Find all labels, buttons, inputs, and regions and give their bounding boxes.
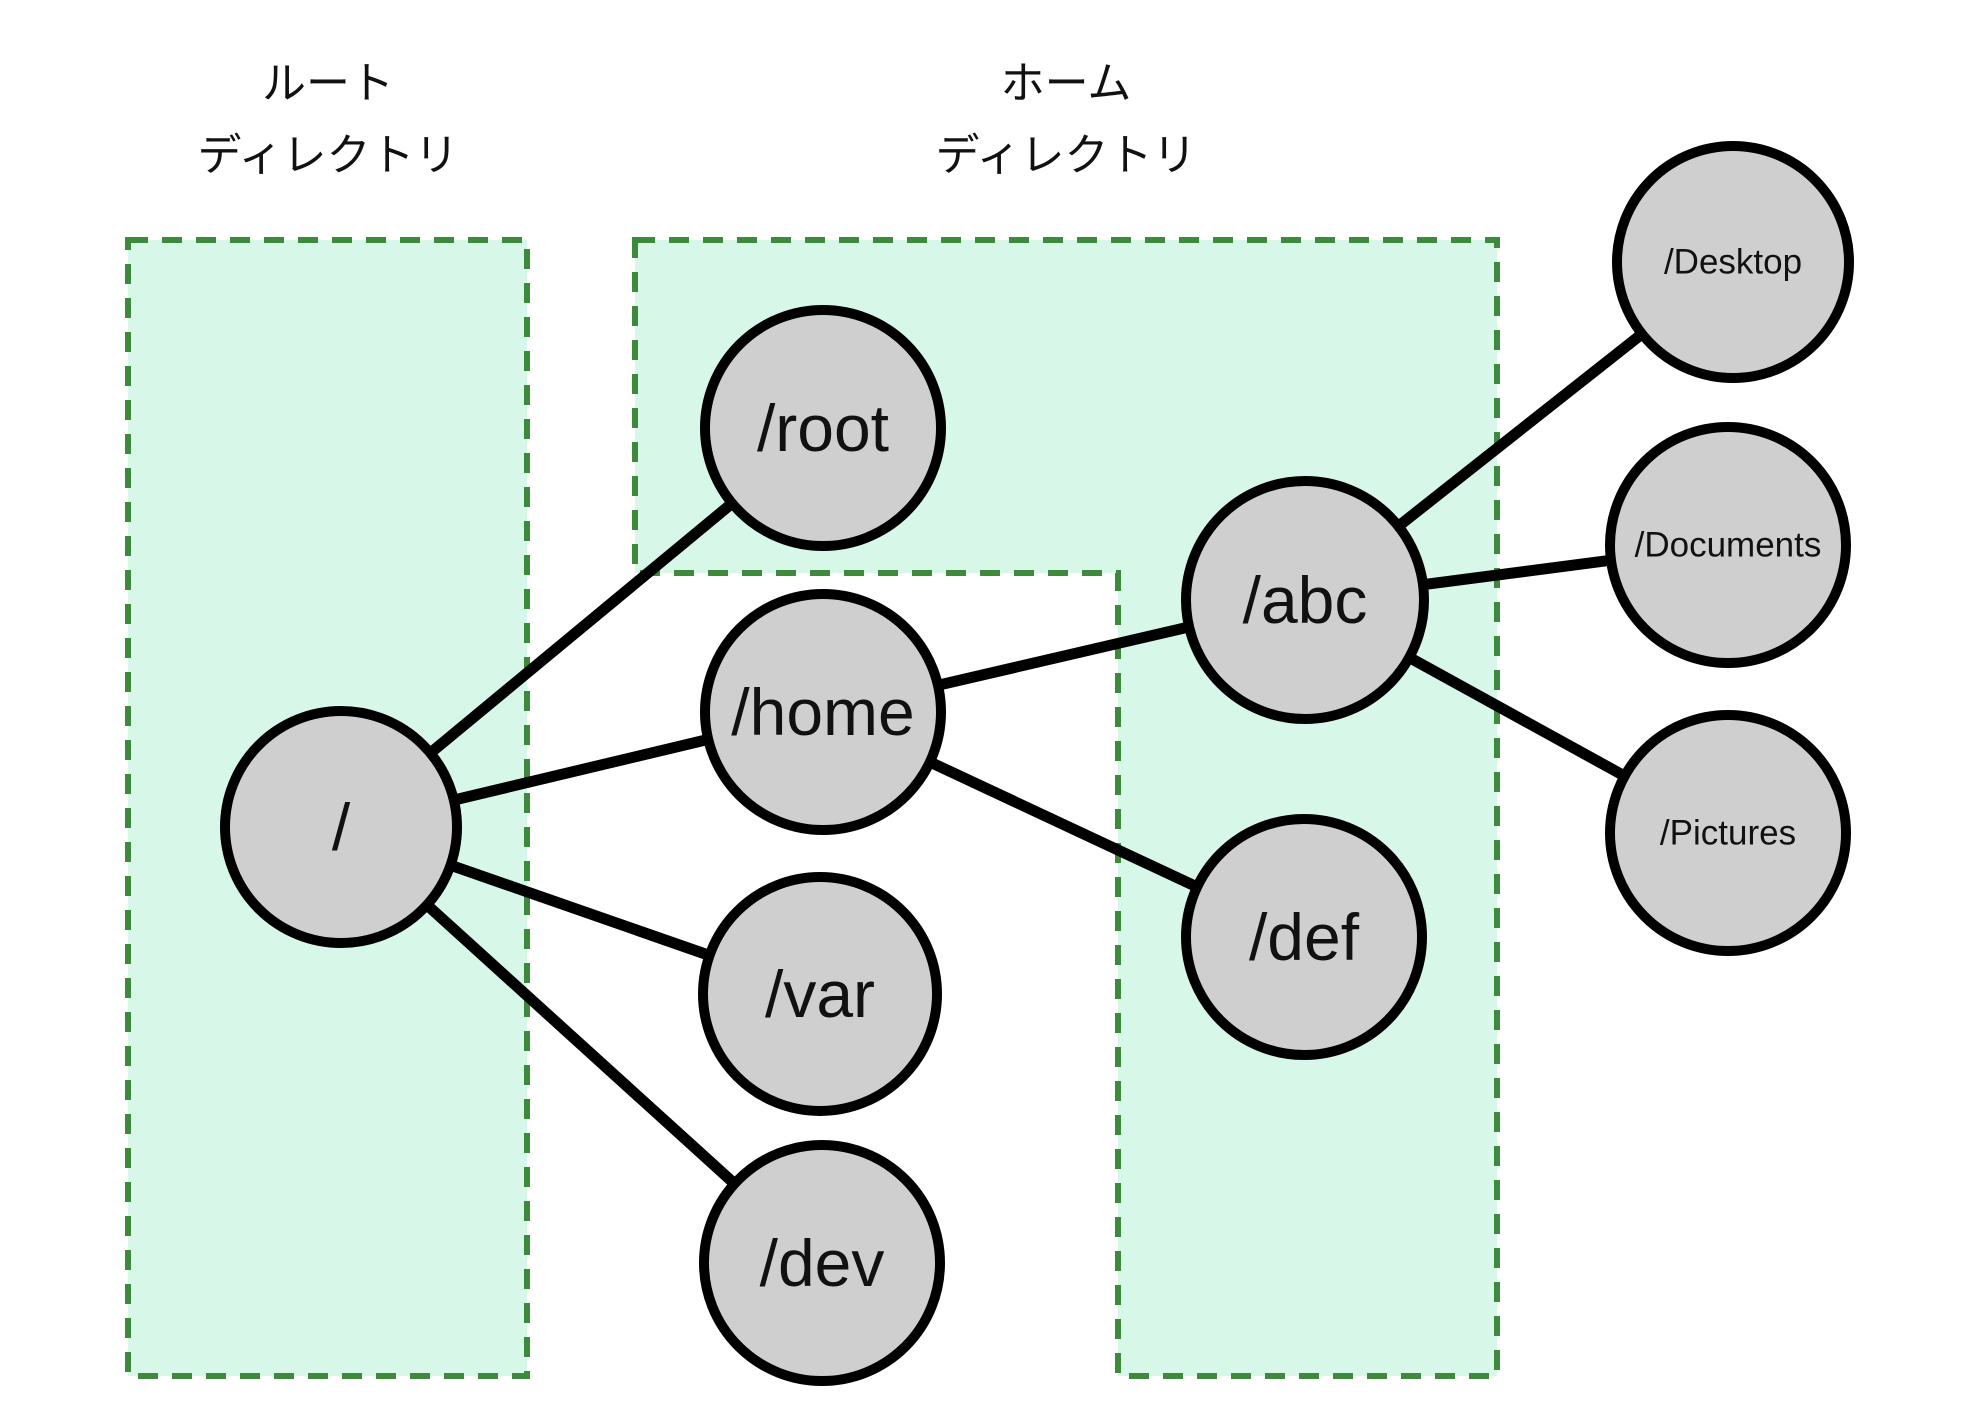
node-dev-label: /dev bbox=[760, 1226, 885, 1300]
node-home-circle bbox=[700, 589, 946, 835]
node-desktop-label: /Desktop bbox=[1664, 243, 1802, 282]
root-directory-title-line1: ルート bbox=[262, 59, 394, 108]
node-documents-circle bbox=[1605, 422, 1851, 668]
node-abc-label: /abc bbox=[1243, 563, 1368, 637]
node-root-circle bbox=[700, 305, 946, 551]
node-abc-circle bbox=[1181, 476, 1429, 724]
node-slash-label: / bbox=[332, 790, 351, 864]
node-def-label: /def bbox=[1249, 900, 1360, 974]
node-home-label: /home bbox=[731, 675, 914, 749]
node-root-label: /root bbox=[757, 391, 889, 465]
home-directory-title-line2: ディレクトリ bbox=[935, 131, 1197, 180]
node-def-circle bbox=[1181, 814, 1427, 1060]
node-pictures-label: /Pictures bbox=[1660, 814, 1796, 853]
node-documents-label: /Documents bbox=[1635, 526, 1822, 565]
node-pictures-circle bbox=[1605, 710, 1851, 956]
home-directory-title: ホーム ディレクトリ bbox=[635, 48, 1497, 192]
node-var-circle bbox=[698, 872, 942, 1116]
node-desktop-circle bbox=[1612, 141, 1854, 383]
node-slash-circle bbox=[220, 706, 462, 948]
node-var-label: /var bbox=[765, 957, 875, 1031]
node-dev-circle bbox=[699, 1140, 945, 1386]
root-directory-title-line2: ディレクトリ bbox=[197, 131, 459, 180]
root-directory-title: ルート ディレクトリ bbox=[128, 48, 528, 192]
home-directory-title-line1: ホーム bbox=[1000, 59, 1132, 108]
